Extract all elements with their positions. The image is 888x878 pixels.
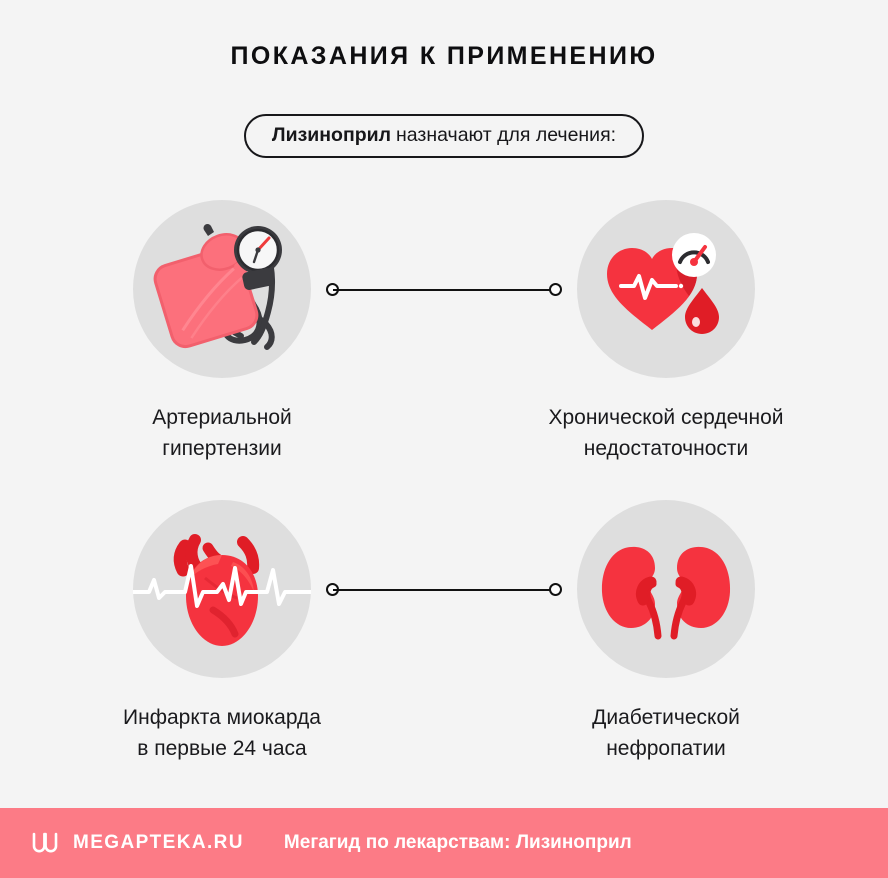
caption-line-1: Диабетической (592, 706, 740, 729)
caption-line-1: Артериальной (152, 406, 292, 429)
kidneys-icon (577, 500, 755, 678)
caption-line-2: нефропатии (606, 737, 726, 760)
indication-item-hypertension: Артериальной гипертензии (0, 190, 444, 490)
blood-pressure-monitor-icon (133, 200, 311, 378)
indications-row-2: Инфаркта миокарда в первые 24 часа (0, 490, 888, 790)
connector-line (333, 289, 555, 292)
indication-caption: Инфаркта миокарда в первые 24 часа (0, 702, 444, 764)
footer-tagline: Мегагид по лекарствам: Лизиноприл (283, 832, 632, 853)
caption-line-1: Инфаркта миокарда (123, 706, 321, 729)
anatomical-heart-ecg-icon (133, 500, 311, 678)
badge-text: назначают для лечения: (396, 124, 617, 147)
heart-with-ecg-and-blood-drop-icon (577, 200, 755, 378)
footer-bar: MEGAPTEKA.RU Мегагид по лекарствам: Лизи… (0, 808, 888, 878)
indication-caption: Артериальной гипертензии (0, 402, 444, 464)
connector-line (333, 589, 555, 592)
caption-line-2: недостаточности (583, 437, 749, 460)
connector-row-1 (326, 283, 562, 297)
indications-grid: Артериальной гипертензии (0, 190, 888, 790)
connector-dot-right (549, 283, 562, 296)
indications-row-1: Артериальной гипертензии (0, 190, 888, 490)
indication-item-heart-failure: Хронической сердечной недостаточности (444, 190, 888, 490)
indication-item-myocardial-infarction: Инфаркта миокарда в первые 24 часа (0, 490, 444, 790)
megapteka-m-logo-icon (30, 828, 60, 858)
indication-item-diabetic-nephropathy: Диабетической нефропатии (444, 490, 888, 790)
page-title: Показания к применению (230, 42, 658, 70)
badge-drug-name: Лизиноприл (271, 124, 392, 147)
caption-line-1: Хронической сердечной (548, 406, 784, 429)
footer-brand: MEGAPTEKA.RU (73, 832, 244, 853)
indication-caption: Диабетической нефропатии (444, 702, 888, 764)
indication-caption: Хронической сердечной недостаточности (444, 402, 888, 464)
connector-row-2 (326, 583, 562, 597)
caption-line-2: гипертензии (162, 437, 282, 460)
caption-line-2: в первые 24 часа (137, 737, 307, 760)
connector-dot-right (549, 583, 562, 596)
